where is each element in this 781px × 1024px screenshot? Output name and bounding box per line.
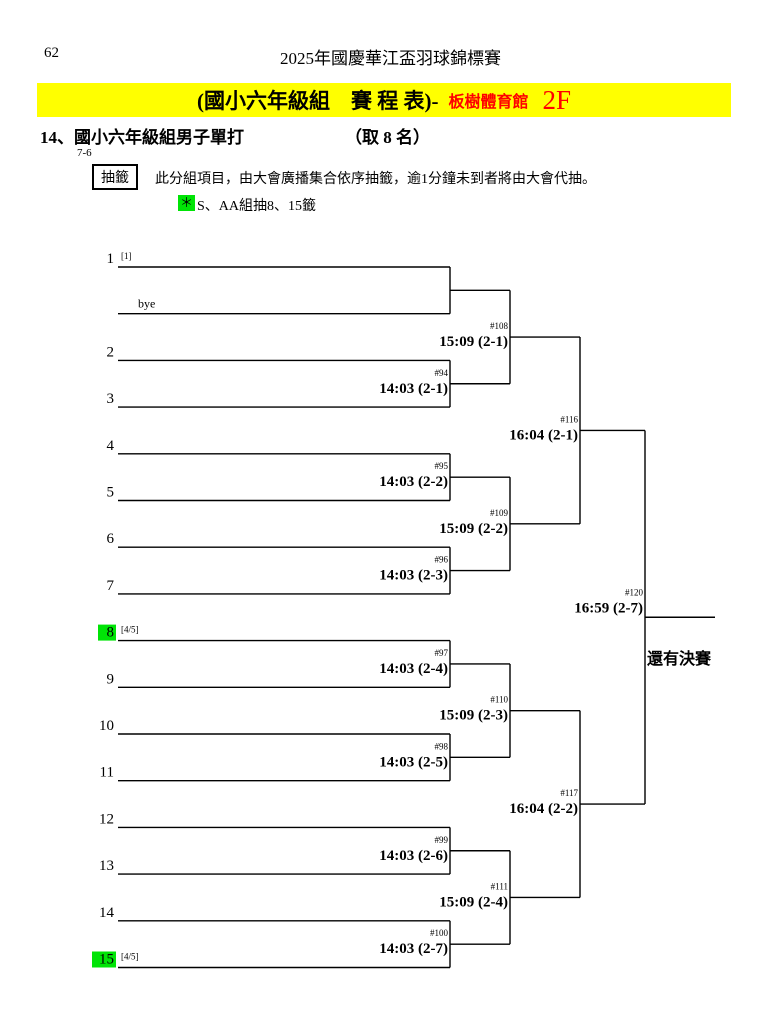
entry-number: 12 (99, 811, 114, 827)
entry-number: 11 (100, 765, 114, 781)
entry-number: 3 (107, 391, 115, 407)
entry-number: 5 (107, 485, 115, 501)
match-time: 15:09 (2-4) (439, 894, 508, 910)
match-id: #117 (560, 788, 578, 798)
match-time: 14:03 (2-4) (379, 661, 448, 677)
match-time: 15:09 (2-3) (439, 708, 508, 724)
match-time: 14:03 (2-1) (379, 381, 448, 397)
match-id: #100 (430, 928, 449, 938)
match-id: #98 (435, 741, 449, 751)
match-time: 14:03 (2-2) (379, 474, 448, 490)
match-id: #94 (435, 368, 449, 378)
group-banner-title: (國小六年級組 賽 程 表)- (196, 89, 439, 113)
match-time: 14:03 (2-7) (379, 941, 448, 957)
match-id: #96 (435, 555, 449, 565)
match-id: #111 (491, 881, 508, 891)
match-time: 14:03 (2-5) (379, 754, 448, 770)
entry-number: 4 (107, 438, 115, 454)
entry-number: 15 (99, 952, 114, 968)
match-id: #116 (560, 414, 578, 424)
entry-number: 14 (99, 905, 115, 921)
match-id: #110 (490, 695, 508, 705)
bye-label: bye (138, 297, 155, 311)
match-id: #97 (435, 648, 449, 658)
group-banner: (國小六年級組 賽 程 表)- 板樹體育館 2F (37, 83, 731, 117)
venue-label: 板樹體育館 (448, 94, 529, 111)
match-time: 14:03 (2-3) (379, 568, 448, 584)
entry-number: 1 (107, 251, 115, 267)
entry-number: 13 (99, 858, 114, 874)
match-time: 14:03 (2-6) (379, 848, 448, 864)
draw-note: 此分組項目，由大會廣播集合依序抽籤，逾1分鐘未到者將由大會代抽。 (155, 172, 596, 187)
entry-number: 6 (107, 531, 115, 547)
event-quota: （取 8 名） (345, 128, 430, 147)
match-id: #108 (490, 321, 509, 331)
entry-number: 8 (107, 625, 115, 641)
highlight-rect (92, 951, 116, 968)
match-time: 15:09 (2-2) (439, 521, 508, 537)
final-note: 還有決賽 (647, 651, 712, 668)
seed-asterisk-icon: ＊ (178, 195, 196, 211)
seed-note: S、AA組抽8、15籤 (197, 199, 317, 214)
match-id: #99 (435, 835, 449, 845)
entry-number: 7 (107, 578, 115, 594)
match-time: 16:04 (2-1) (509, 427, 578, 443)
draw-label-box: 抽籤 (92, 164, 138, 190)
seed-label: [4/5] (121, 625, 139, 635)
floor-label: 2F (542, 84, 572, 115)
entry-number: 2 (107, 344, 115, 360)
entry-number: 9 (107, 671, 115, 687)
match-id: #109 (490, 508, 509, 518)
event-code: 7-6 (77, 147, 92, 159)
seed-label: [1] (121, 251, 132, 261)
match-id: #120 (625, 587, 644, 597)
page-number: 62 (44, 45, 59, 61)
match-id: #95 (435, 461, 449, 471)
highlight-rect (98, 624, 116, 641)
event-heading: 14、國小六年級組男子單打 (40, 128, 244, 147)
match-time: 16:59 (2-7) (574, 600, 643, 616)
seed-label: [4/5] (121, 952, 139, 962)
entry-number: 10 (99, 718, 114, 734)
match-time: 15:09 (2-1) (439, 334, 508, 350)
document-title: 2025年國慶華江盃羽球錦標賽 (280, 49, 501, 68)
match-time: 16:04 (2-2) (509, 801, 578, 817)
